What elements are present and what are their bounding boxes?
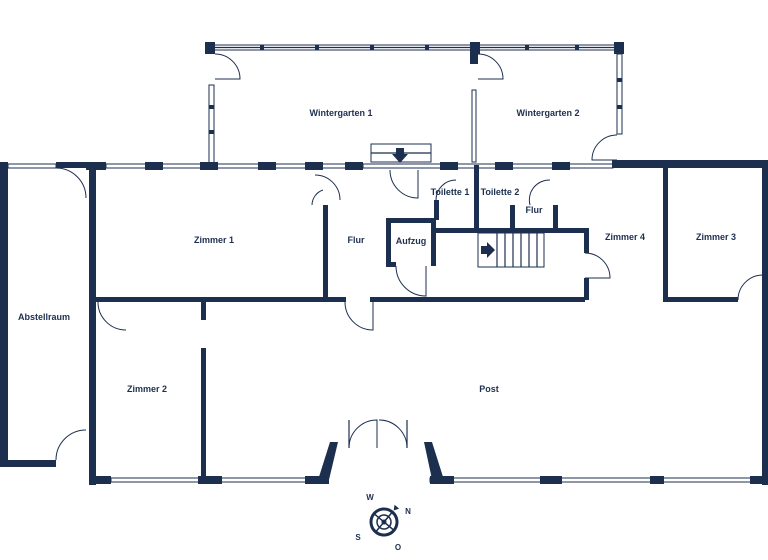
label-flur: Flur	[348, 235, 365, 245]
room-labels: Wintergarten 1 Wintergarten 2 Abstellrau…	[18, 108, 736, 394]
entrance-steps	[370, 143, 432, 163]
label-toilette-2: Toilette 2	[481, 187, 520, 197]
label-abstellraum: Abstellraum	[18, 312, 70, 322]
interior-walls	[96, 165, 738, 478]
compass-east: O	[395, 543, 401, 552]
label-zimmer-4: Zimmer 4	[605, 232, 645, 242]
label-zimmer-1: Zimmer 1	[194, 235, 234, 245]
compass-south: S	[355, 533, 361, 542]
wintergarten-doors	[214, 53, 618, 161]
compass-letters: N S O W	[355, 493, 411, 552]
label-aufzug: Aufzug	[396, 236, 427, 246]
label-post: Post	[479, 384, 499, 394]
interior-doors	[97, 169, 764, 331]
outer-walls	[86, 160, 768, 485]
label-toilette-1: Toilette 1	[431, 187, 470, 197]
label-wintergarten-1: Wintergarten 1	[310, 108, 373, 118]
label-zimmer-2: Zimmer 2	[127, 384, 167, 394]
label-zimmer-3: Zimmer 3	[696, 232, 736, 242]
abstellraum-walls	[0, 162, 90, 467]
north-arrow-icon	[393, 504, 400, 511]
label-wintergarten-2: Wintergarten 2	[517, 108, 580, 118]
label-flur-small: Flur	[526, 205, 543, 215]
compass-north: N	[405, 507, 411, 516]
compass-west: W	[366, 493, 374, 502]
main-entrance	[318, 419, 444, 484]
staircase	[477, 232, 545, 268]
compass	[369, 504, 400, 537]
